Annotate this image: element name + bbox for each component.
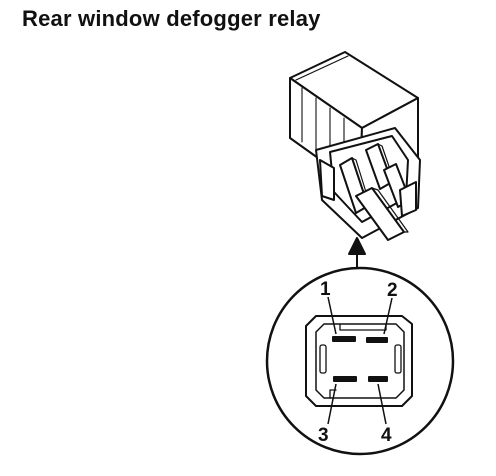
terminal-slot-1 (332, 336, 356, 342)
diagram-title: Rear window defogger relay (22, 6, 321, 31)
leader-line-1 (327, 296, 337, 335)
view-arrow (348, 237, 366, 269)
terminal-view (265, 266, 455, 456)
leader-line-2 (383, 297, 393, 335)
terminal-slot-3 (333, 376, 357, 382)
leader-line-4 (377, 383, 387, 425)
pin-label-2: 2 (387, 280, 398, 301)
relay-connector (315, 127, 421, 241)
pin-label-1: 1 (320, 279, 331, 300)
pin-label-4: 4 (381, 425, 392, 446)
pin-label-3: 3 (318, 425, 329, 446)
leader-line-3 (327, 383, 337, 425)
terminal-slot-4 (368, 376, 388, 382)
terminal-slot-2 (366, 337, 388, 343)
